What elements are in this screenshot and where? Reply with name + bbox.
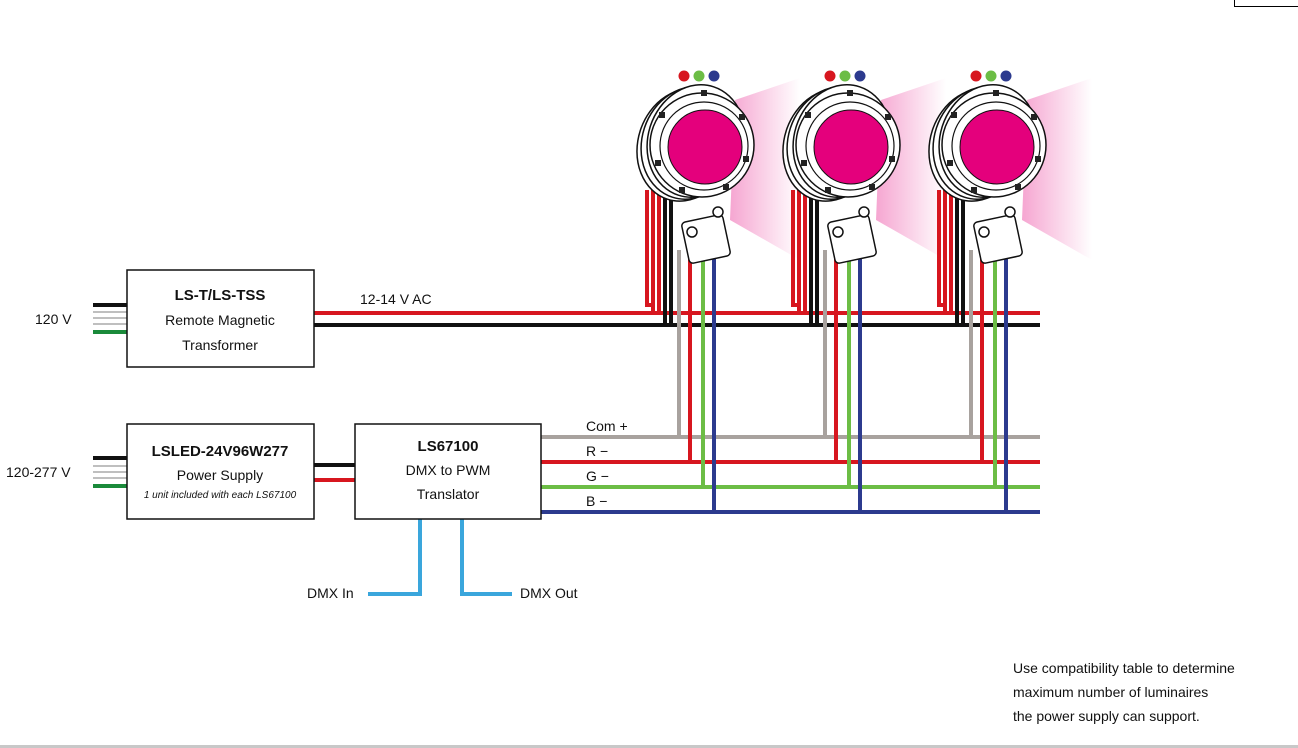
bracket-screw: [686, 226, 698, 238]
bracket-screw: [1004, 206, 1016, 218]
translator-line1: DMX to PWM: [406, 462, 491, 478]
transformer-line1: Remote Magnetic: [165, 312, 275, 328]
input-wires-120-277v: [93, 456, 127, 488]
mounting-bracket: [681, 214, 731, 264]
bezel-tab: [655, 160, 661, 166]
drop-wire: [791, 190, 799, 307]
bezel-tab: [723, 184, 729, 190]
input-label-120v: 120 V: [35, 311, 72, 327]
bezel-tab: [805, 112, 811, 118]
lens: [813, 109, 889, 185]
transformer-line2: Transformer: [182, 337, 258, 353]
translator-model: LS67100: [418, 438, 479, 455]
bezel-tab: [743, 156, 749, 162]
input-label-120-277v: 120-277 V: [6, 464, 71, 480]
com-label: Com +: [586, 418, 628, 434]
luminaire-1: [636, 70, 800, 512]
bezel-tab: [971, 187, 977, 193]
input-wires-120v: [93, 303, 127, 334]
bracket-screw: [712, 206, 724, 218]
bezel-tab: [885, 114, 891, 120]
rgb-dot: [678, 70, 690, 82]
lens: [667, 109, 743, 185]
bottom-rule: [0, 745, 1298, 748]
bezel-tab: [701, 90, 707, 96]
luminaire-2: [782, 70, 946, 512]
power-supply-model: LSLED-24V96W277: [152, 443, 289, 460]
mounting-bracket: [827, 214, 877, 264]
bezel-tab: [659, 112, 665, 118]
bezel-tab: [993, 90, 999, 96]
b-label: B −: [586, 493, 607, 509]
corner-tag: [1234, 0, 1298, 7]
bezel-tab: [947, 160, 953, 166]
footnote: Use compatibility table to determine max…: [1013, 660, 1235, 724]
footnote-line3: the power supply can support.: [1013, 708, 1200, 724]
bracket-screw: [858, 206, 870, 218]
rgb-dot: [985, 70, 997, 82]
g-label: G −: [586, 468, 609, 484]
transformer-model: LS-T/LS-TSS: [175, 287, 266, 304]
dc-wires: [314, 463, 355, 482]
power-supply-line1: Power Supply: [177, 467, 263, 483]
footnote-line1: Use compatibility table to determine: [1013, 660, 1235, 676]
rgb-dot: [854, 70, 866, 82]
bezel-tab: [825, 187, 831, 193]
power-supply-box: LSLED-24V96W277 Power Supply 1 unit incl…: [126, 423, 315, 520]
transformer-box: LS-T/LS-TSS Remote Magnetic Transformer: [126, 269, 315, 368]
footnote-line2: maximum number of luminaires: [1013, 684, 1208, 700]
bezel-tab: [847, 90, 853, 96]
dmx-out-label: DMX Out: [520, 585, 578, 601]
drop-wire: [645, 190, 653, 307]
bezel-tab: [869, 184, 875, 190]
dmx-wires: [368, 518, 512, 596]
r-label: R −: [586, 443, 608, 459]
translator-line2: Translator: [417, 486, 480, 502]
lens: [959, 109, 1035, 185]
signal-bus: [541, 435, 1040, 514]
translator-box: LS67100 DMX to PWM Translator: [354, 423, 542, 520]
mounting-bracket: [973, 214, 1023, 264]
ac-bus-label: 12-14 V AC: [360, 291, 432, 307]
bezel-tab: [1031, 114, 1037, 120]
rgb-dot: [970, 70, 982, 82]
luminaire-3: [928, 70, 1092, 512]
power-supply-note: 1 unit included with each LS67100: [144, 490, 297, 501]
bezel-tab: [951, 112, 957, 118]
bezel-tab: [889, 156, 895, 162]
luminaire-group: [636, 70, 1092, 512]
dmx-in-label: DMX In: [307, 585, 354, 601]
drop-wire: [937, 190, 945, 307]
rgb-dot: [824, 70, 836, 82]
rgb-dot: [693, 70, 705, 82]
bezel-tab: [739, 114, 745, 120]
bezel-tab: [679, 187, 685, 193]
rgb-dot: [708, 70, 720, 82]
bezel-tab: [1015, 184, 1021, 190]
rgb-dot: [839, 70, 851, 82]
bracket-screw: [978, 226, 990, 238]
bezel-tab: [801, 160, 807, 166]
bracket-screw: [832, 226, 844, 238]
bezel-tab: [1035, 156, 1041, 162]
rgb-dot: [1000, 70, 1012, 82]
